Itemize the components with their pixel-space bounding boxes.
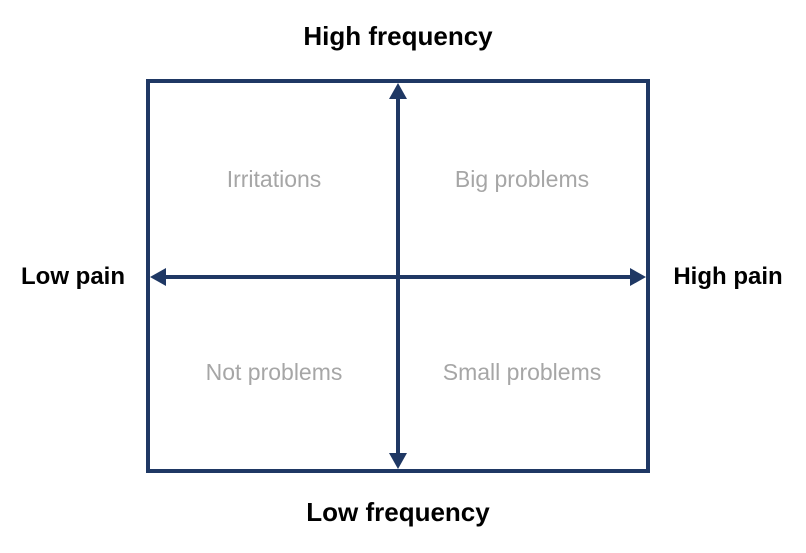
quadrant-top-right: Big problems [398,83,646,276]
axis-label-low-pain: Low pain [21,263,125,290]
quadrant-grid: Irritations Big problems Not problems Sm… [150,83,646,469]
axis-label-low-frequency: Low frequency [306,497,490,527]
quadrant-bottom-right: Small problems [398,276,646,469]
axis-label-high-pain: High pain [673,263,783,290]
quadrant-top-left: Irritations [150,83,398,276]
quadrant-label-not-problems: Not problems [205,359,343,385]
quadrant-label-irritations: Irritations [226,166,322,192]
quadrant-label-small-problems: Small problems [442,359,602,385]
quadrant-bottom-left: Not problems [150,276,398,469]
matrix-frame: Irritations Big problems Not problems Sm… [146,79,650,473]
axis-label-high-frequency: High frequency [303,21,493,51]
quadrant-label-big-problems: Big problems [454,166,590,192]
